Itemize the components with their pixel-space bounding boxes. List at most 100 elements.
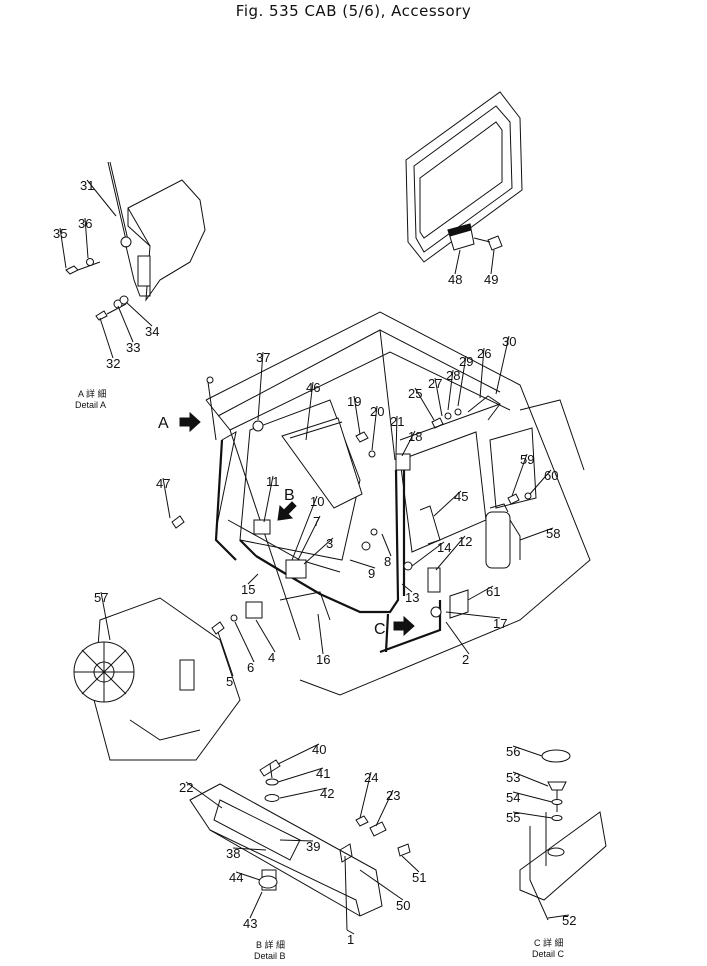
leader-line-46 xyxy=(305,381,314,441)
part-number-2: 2 xyxy=(462,652,469,667)
leader-line-27 xyxy=(434,377,443,417)
part-number-17: 17 xyxy=(493,616,507,631)
leader-line-40 xyxy=(277,743,320,765)
part-number-15: 15 xyxy=(241,582,255,597)
leader-line-22 xyxy=(185,781,223,809)
leader-line-14 xyxy=(411,541,445,567)
leader-line-28 xyxy=(447,369,454,411)
leader-line-34 xyxy=(125,301,153,327)
part-number-34: 34 xyxy=(145,324,159,339)
part-number-41: 41 xyxy=(316,766,330,781)
detail-b-caption: Detail B xyxy=(254,951,286,961)
leader-line-30 xyxy=(495,335,510,395)
part-number-28: 28 xyxy=(446,368,460,383)
view-arrow-c: C xyxy=(374,615,415,638)
leader-line-33 xyxy=(117,305,134,343)
part-number-4: 4 xyxy=(268,650,275,665)
leader-line-42 xyxy=(279,787,328,799)
leader-line-35 xyxy=(59,227,67,269)
part-number-60: 60 xyxy=(544,468,558,483)
part-number-33: 33 xyxy=(126,340,140,355)
part-number-59: 59 xyxy=(520,452,534,467)
leader-line-2 xyxy=(445,621,470,655)
leader-line-25 xyxy=(414,387,435,421)
part-number-3: 3 xyxy=(326,536,333,551)
detail-b-illustration xyxy=(189,759,411,931)
leader-line-9 xyxy=(349,559,376,569)
part-number-45: 45 xyxy=(454,489,468,504)
antenna-rod xyxy=(107,161,127,241)
leader-line-45 xyxy=(433,490,462,517)
rear-window-illustration xyxy=(405,91,523,263)
figure-title: Fig. 535 CAB (5/6), Accessory xyxy=(235,2,472,20)
part-number-10: 10 xyxy=(310,494,324,509)
leader-line-57 xyxy=(100,591,111,641)
view-arrow-b: B xyxy=(277,487,297,521)
engine-illustration xyxy=(73,597,241,761)
leader-line-12 xyxy=(435,535,466,571)
detail-a-illustration xyxy=(65,161,206,321)
leader-line-48 xyxy=(454,249,461,275)
part-number-43: 43 xyxy=(243,916,257,931)
part-number-42: 42 xyxy=(320,786,334,801)
leader-line-44 xyxy=(235,871,261,881)
leader-line-54 xyxy=(512,791,553,803)
leader-line-17 xyxy=(445,611,501,619)
part-number-18: 18 xyxy=(408,429,422,444)
part-number-58: 58 xyxy=(546,526,560,541)
part-number-5: 5 xyxy=(226,674,233,689)
cab-main-illustration xyxy=(171,311,591,696)
part-number-11: 11 xyxy=(266,474,280,489)
part-number-44: 44 xyxy=(229,870,243,885)
leader-line-8 xyxy=(381,533,392,557)
leader-line-52 xyxy=(547,914,570,919)
leader-line-32 xyxy=(99,317,114,359)
part-number-35: 35 xyxy=(53,226,67,241)
leader-line-61 xyxy=(467,585,494,601)
view-arrow-c-label: C xyxy=(374,621,386,638)
view-arrow-a: A xyxy=(158,411,201,433)
part-number-29: 29 xyxy=(459,354,473,369)
part-number-50: 50 xyxy=(396,898,410,913)
part-number-9: 9 xyxy=(368,566,375,581)
leader-line-18 xyxy=(401,430,416,457)
part-number-7: 7 xyxy=(313,514,320,529)
part-number-8: 8 xyxy=(384,554,391,569)
part-callouts: 1234567891011121314151617181920212223242… xyxy=(53,178,576,947)
part-number-55: 55 xyxy=(506,810,520,825)
part-number-22: 22 xyxy=(179,780,193,795)
part-number-52: 52 xyxy=(562,913,576,928)
leader-line-16 xyxy=(317,613,324,655)
part-number-48: 48 xyxy=(448,272,462,287)
leader-line-43 xyxy=(249,891,263,919)
part-number-30: 30 xyxy=(502,334,516,349)
part-number-13: 13 xyxy=(405,590,419,605)
leader-line-11 xyxy=(263,475,274,523)
part-number-36: 36 xyxy=(78,216,92,231)
part-number-27: 27 xyxy=(428,376,442,391)
detail-c-illustration xyxy=(519,749,607,921)
leader-line-6 xyxy=(234,621,255,663)
leader-line-15 xyxy=(247,573,259,585)
part-number-49: 49 xyxy=(484,272,498,287)
part-number-61: 61 xyxy=(486,584,500,599)
part-number-39: 39 xyxy=(306,839,320,854)
part-number-46: 46 xyxy=(306,380,320,395)
part-number-56: 56 xyxy=(506,744,520,759)
leader-line-23 xyxy=(375,789,394,827)
leader-line-19 xyxy=(353,395,361,435)
leader-line-58 xyxy=(519,527,554,541)
detail-c-caption: Detail C xyxy=(532,949,565,959)
leader-line-36 xyxy=(84,217,89,259)
part-number-54: 54 xyxy=(506,790,520,805)
leader-line-3 xyxy=(303,537,334,565)
part-number-1: 1 xyxy=(347,932,354,947)
leader-line-50 xyxy=(359,869,404,901)
leader-line-24 xyxy=(359,771,372,819)
leader-line-41 xyxy=(277,767,324,783)
leader-line-37 xyxy=(257,351,264,421)
leader-line-7 xyxy=(297,515,321,561)
leader-line-38 xyxy=(232,847,267,851)
